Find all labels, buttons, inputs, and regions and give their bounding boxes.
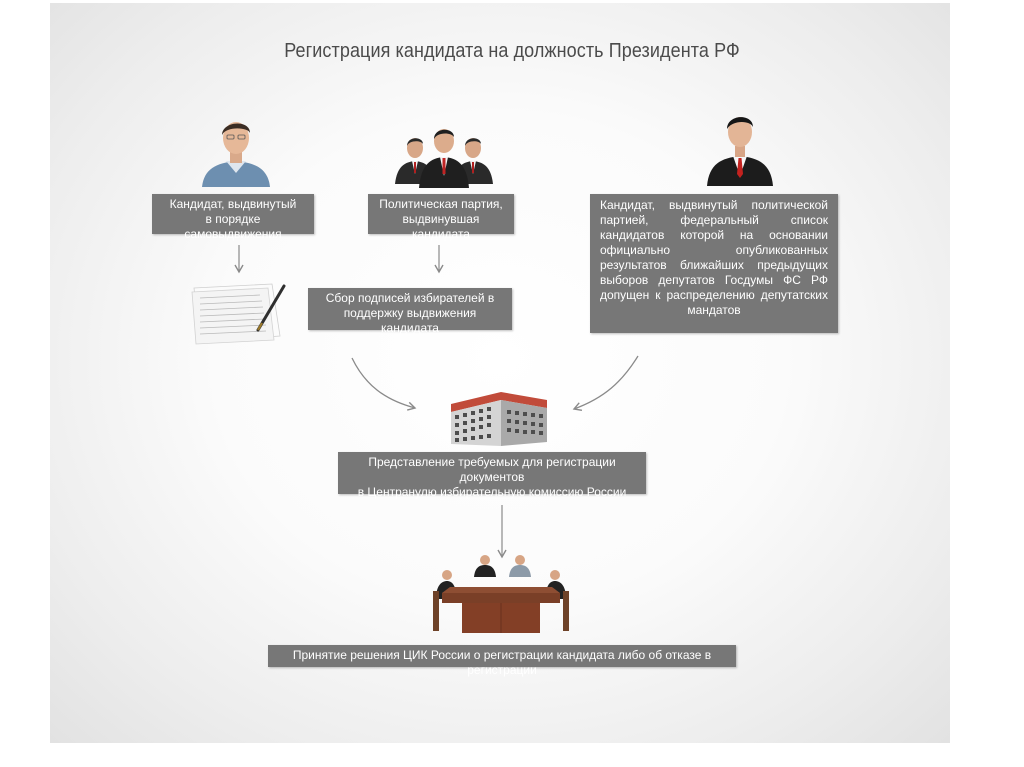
box-submission-line1: Представление требуемых для регистрации …: [368, 455, 616, 484]
box-self-nominated: Кандидат, выдвинутый в порядке самовыдви…: [152, 194, 314, 241]
box-decision-text: Принятие решения ЦИК России о регистраци…: [292, 648, 712, 677]
man-casual-icon: [202, 122, 270, 187]
box-party: Политическая партия, выдвинувшая кандида…: [368, 194, 514, 241]
arrow-right-curve: [572, 355, 639, 412]
page-title: Регистрация кандидата на должность Прези…: [284, 40, 740, 62]
box-signatures-line2: поддержку выдвижения кандидата: [343, 306, 477, 335]
building-icon: [451, 392, 547, 446]
box-self-nominated-line2: в порядке самовыдвижения: [184, 212, 282, 241]
signed-document-icon: [191, 283, 286, 345]
arrow-left-curve: [351, 357, 417, 411]
box-signatures: Сбор подписей избирателей в поддержку вы…: [308, 288, 512, 335]
box-submission: Представление требуемых для регистрации …: [338, 452, 646, 499]
box-submission-line2: в Центранулю избирательную комиссию Росс…: [357, 485, 627, 499]
meeting-table-icon: [433, 555, 569, 633]
box-party-list-text: Кандидат, выдвинутый политической партие…: [600, 198, 828, 317]
box-decision: Принятие решения ЦИК России о регистраци…: [268, 645, 736, 677]
box-party-line1: Политическая партия,: [379, 197, 503, 211]
box-party-list-candidate: Кандидат, выдвинутый политической партие…: [590, 194, 838, 333]
box-self-nominated-line1: Кандидат, выдвинутый: [169, 197, 297, 211]
box-signatures-line1: Сбор подписей избирателей в: [325, 291, 495, 305]
group-of-people-icon: [395, 129, 493, 188]
man-in-suit-icon: [707, 117, 773, 186]
box-party-line2: выдвинувшая кандидата: [402, 212, 480, 241]
